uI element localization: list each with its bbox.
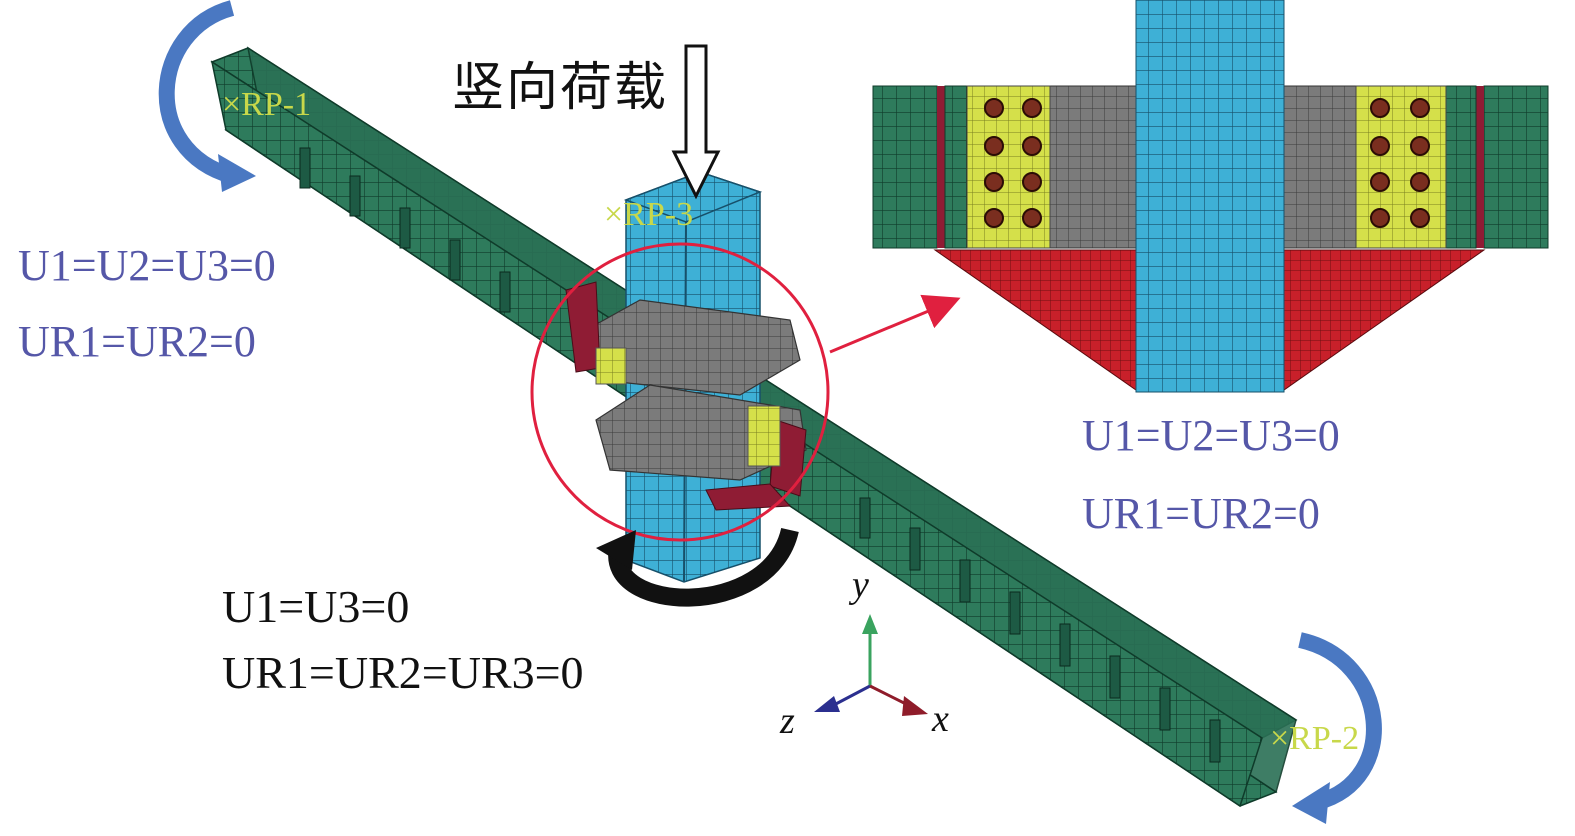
detail-inset <box>872 0 1549 393</box>
bc-right-rotation: UR1=UR2=0 <box>1082 489 1320 538</box>
rotation-arrow-rp1 <box>158 0 235 184</box>
triangular-stiffeners <box>565 281 807 511</box>
axis-y-label: y <box>852 564 869 606</box>
bc-right-translation: U1=U2=U3=0 <box>1082 411 1340 460</box>
beam-stiffener-slots <box>299 147 1221 763</box>
vertical-load-arrow <box>671 44 721 200</box>
bolt-plates <box>595 347 781 467</box>
bc-base-translation: U1=U3=0 <box>222 581 410 632</box>
bc-left-rotation: UR1=UR2=0 <box>18 317 256 366</box>
detail-pointer-arrow <box>829 294 961 354</box>
axis-z-label: z <box>780 700 795 742</box>
detail-highlight-circle <box>530 242 830 542</box>
bolt-holes <box>984 98 1430 228</box>
vertical-load-label: 竖向荷载 <box>452 58 669 118</box>
rp3-label: ×RP-3 <box>604 196 694 233</box>
coordinate-triad <box>814 614 928 716</box>
rotation-arrowhead-base <box>596 530 636 570</box>
bc-base-rotation: UR1=UR2=UR3=0 <box>222 647 584 698</box>
bc-left-translation: U1=U2=U3=0 <box>18 241 276 290</box>
rotation-arrow-base <box>608 527 799 607</box>
rp1-label: ×RP-1 <box>222 86 312 123</box>
axis-x-label: x <box>932 698 949 740</box>
rotation-arrow-rp2 <box>1297 632 1382 810</box>
rotation-arrowhead-rp1 <box>218 154 256 192</box>
rotation-arrowhead-rp2 <box>1292 782 1330 824</box>
rp2-label: ×RP-2 <box>1270 720 1360 757</box>
